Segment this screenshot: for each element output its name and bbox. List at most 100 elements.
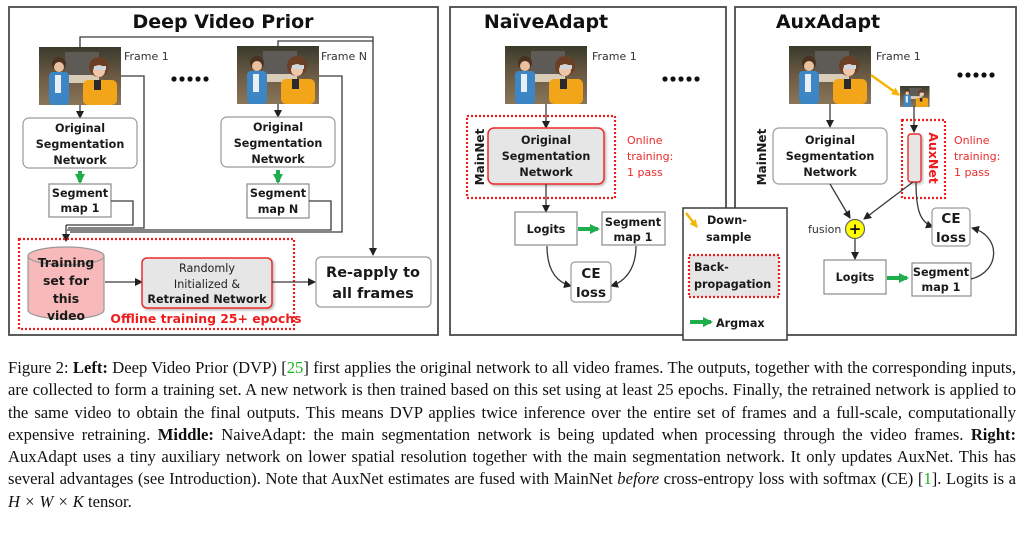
caption-text: Deep Video Prior (DVP) [ — [107, 358, 287, 377]
mainnet-label: MainNet — [755, 128, 769, 185]
logits-box — [823, 259, 887, 295]
downsample-legend-icon — [685, 212, 698, 228]
network-label: Original — [55, 122, 105, 135]
network-label: Network — [53, 154, 107, 167]
segment-map-box — [911, 262, 972, 297]
online-training-label: Online — [954, 134, 990, 147]
arrow-aux-to-fusion — [863, 181, 914, 220]
network-label: Original — [805, 134, 855, 147]
dvp-network-n-box — [220, 116, 336, 168]
connector-framen-to-reapply — [277, 40, 373, 46]
fusion-label: fusion — [808, 223, 841, 236]
frame-n-label: Frame N — [321, 50, 367, 63]
connector-segmapn-to-training — [67, 200, 332, 231]
offline-training-label: Offline training 25+ epochs — [110, 311, 301, 326]
segment-map-n-box — [246, 183, 310, 219]
reapply-box — [315, 256, 432, 308]
network-label: Original — [253, 121, 303, 134]
retrained-label: Randomly — [179, 262, 235, 275]
ce-loss-box — [931, 207, 971, 247]
arrow-segmap-to-loss — [610, 245, 637, 288]
segmap-label: Segment — [913, 266, 970, 279]
frame-1-label: Frame 1 — [124, 50, 169, 63]
caption-text: ]. Logits is a — [931, 469, 1016, 489]
arrow-segmap-to-loss — [970, 225, 995, 280]
ce-loss-label: loss — [936, 230, 966, 246]
arrow-main-to-fusion — [829, 183, 851, 219]
frame-1-image — [789, 46, 871, 104]
arrow-logits-to-loss — [546, 245, 572, 289]
mainnet-label: MainNet — [473, 128, 487, 185]
online-training-label: 1 pass — [627, 166, 663, 179]
caption-left-label: Left: — [72, 358, 108, 377]
ce-loss-label: CE — [581, 266, 600, 282]
caption-prefix: Figure 2: — [8, 358, 73, 377]
legend-downsample-label: sample — [706, 231, 752, 244]
auxnet-label: AuxNet — [926, 132, 941, 184]
downsampled-frame-image — [900, 86, 930, 107]
figure-diagram: Deep Video Prior Frame 1 Frame N Origina… — [8, 6, 1017, 341]
segment-map-1-box — [48, 183, 112, 218]
caption-text: cross-entropy loss with softmax (CE) [ — [659, 469, 924, 489]
retrained-network-box — [141, 257, 273, 309]
online-training-label: training: — [954, 150, 1000, 163]
network-label: Segmentation — [786, 150, 875, 163]
segmap-label: Segment — [250, 187, 307, 200]
panel-naive-adapt: NaïveAdapt Frame 1 MainNet Original Segm… — [449, 6, 727, 336]
logits-label: Logits — [527, 223, 566, 236]
panel-title: Deep Video Prior — [132, 11, 314, 33]
connector-framen-to-training — [70, 75, 343, 233]
caption-math: H × W × K — [8, 491, 84, 511]
segmap-label: Segment — [52, 187, 109, 200]
frame-n-image — [237, 46, 319, 104]
citation-link[interactable]: 1 — [923, 469, 932, 489]
connector-frame1-to-reapply — [79, 36, 377, 256]
legend-backprop-label: Back- — [694, 261, 729, 274]
segmap-label: map N — [258, 203, 298, 216]
reapply-label: Re-apply to — [326, 265, 420, 281]
reapply-label: all frames — [332, 286, 414, 302]
downsample-arrow — [870, 74, 900, 96]
auxnet-box — [907, 133, 922, 183]
legend: Down- sample Back- propagation Argmax — [682, 207, 788, 341]
training-set-label: video — [47, 308, 85, 323]
frame-1-image — [505, 46, 587, 104]
connector-frame1-to-training — [68, 75, 145, 229]
caption-middle-label: Middle: — [157, 424, 214, 444]
segmap-label: map 1 — [61, 202, 100, 215]
caption-text: NaiveAdapt: the main segmentation networ… — [213, 424, 971, 444]
logits-box — [514, 211, 578, 246]
training-set-cylinder — [27, 246, 105, 320]
legend-downsample-label: Down- — [707, 214, 747, 227]
network-label: Segmentation — [234, 137, 323, 150]
online-training-label: 1 pass — [954, 166, 990, 179]
fusion-plus-icon: + — [849, 220, 862, 238]
connector-segmap1-to-training — [66, 200, 134, 226]
frame-1-image — [39, 47, 121, 105]
citation-link[interactable]: 25 — [286, 358, 304, 377]
ce-loss-label: loss — [576, 285, 606, 301]
online-training-region — [465, 114, 617, 200]
frame-1-label: Frame 1 — [876, 50, 921, 63]
segmap-label: map 1 — [922, 281, 961, 294]
online-training-label: training: — [627, 150, 673, 163]
caption-text: ] first applies the original network to … — [8, 358, 1016, 444]
retrained-label: Retrained Network — [147, 293, 267, 306]
network-label: Network — [803, 166, 857, 179]
segment-map-box — [601, 211, 666, 246]
ce-loss-box — [570, 261, 612, 303]
panel-title: AuxAdapt — [776, 11, 880, 33]
panel-title: NaïveAdapt — [484, 11, 608, 33]
frame-1-label: Frame 1 — [592, 50, 637, 63]
legend-argmax-label: Argmax — [716, 317, 765, 330]
fusion-node — [844, 218, 866, 240]
backprop-legend-icon — [689, 255, 779, 297]
dvp-network-1-box — [22, 117, 138, 169]
network-label: Segmentation — [502, 150, 591, 163]
panel-deep-video-prior: Deep Video Prior Frame 1 Frame N Origina… — [8, 6, 439, 336]
offline-training-region — [17, 237, 296, 331]
segmap-label: map 1 — [614, 231, 653, 244]
caption-text: AuxAdapt uses a tiny auxiliary network o… — [8, 447, 1016, 489]
caption-right-label: Right: — [970, 424, 1016, 444]
training-set-label: set for — [43, 273, 90, 288]
